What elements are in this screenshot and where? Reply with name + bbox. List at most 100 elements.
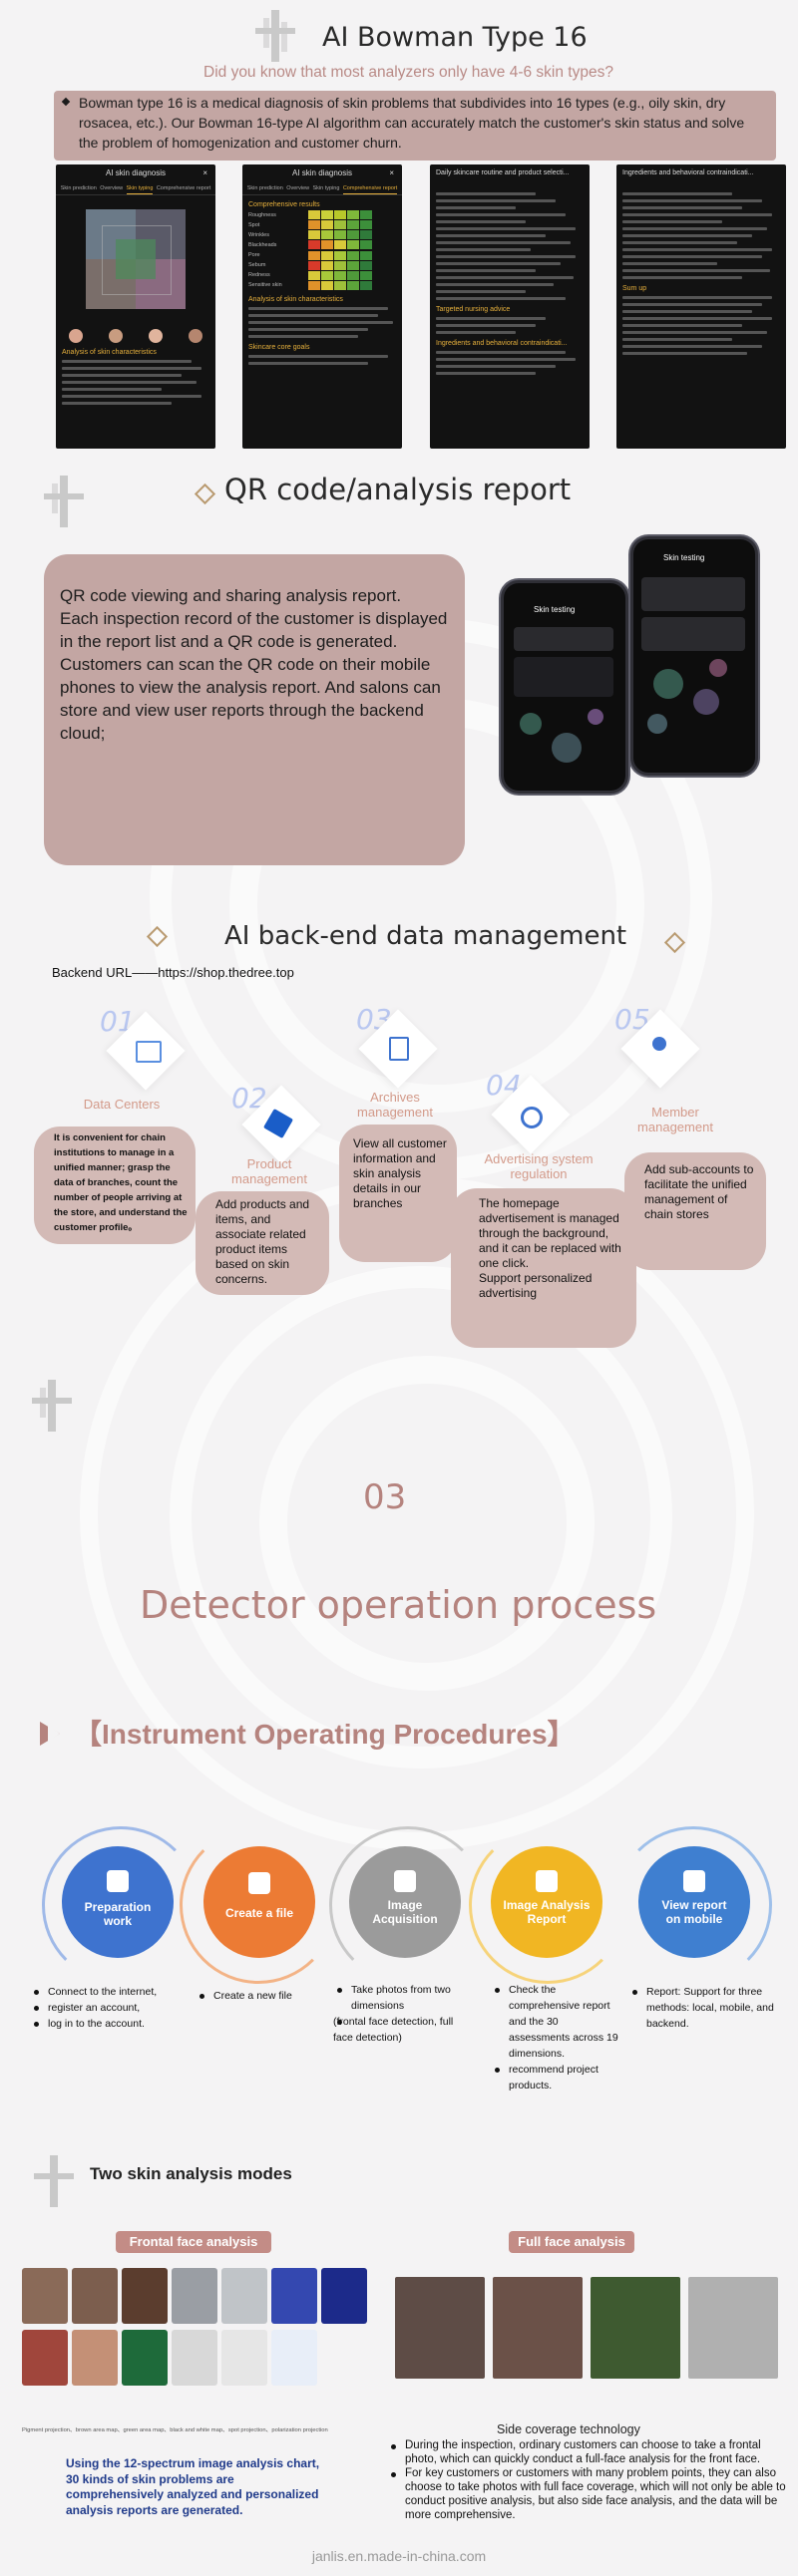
step-arc bbox=[469, 1826, 626, 1984]
step-preparation[interactable]: Preparation work bbox=[62, 1846, 174, 1958]
backend-item-text: Add sub-accounts to facilitate the unifi… bbox=[644, 1162, 754, 1221]
full-face-images bbox=[395, 2277, 789, 2387]
backend-item-title: Advertising system regulation bbox=[484, 1151, 594, 1181]
panel-section-title: Analysis of skin characteristics bbox=[62, 349, 157, 356]
backend-item-card: The homepage advertisement is managed th… bbox=[451, 1188, 636, 1348]
frontal-face-label: Frontal face analysis bbox=[116, 2231, 271, 2253]
skincare-routine-panel: Daily skincare routine and product selec… bbox=[430, 164, 590, 449]
backend-item-title: Product management bbox=[231, 1156, 307, 1186]
note: Connect to the internet, bbox=[30, 1984, 200, 2000]
backend-item-text: Add products and items, and associate re… bbox=[215, 1197, 310, 1286]
note: Check the comprehensive report and the 3… bbox=[491, 1982, 620, 2062]
step-create-file[interactable]: Create a file bbox=[203, 1846, 315, 1958]
panel-title: Ingredients and behavioral contraindicat… bbox=[622, 169, 754, 176]
step-image-analysis[interactable]: Image Analysis Report bbox=[491, 1846, 602, 1958]
backend-item-card: It is convenient for chain institutions … bbox=[34, 1127, 196, 1244]
bubble-graphic bbox=[709, 659, 727, 677]
close-icon[interactable]: × bbox=[389, 168, 394, 177]
note: log in to the account. bbox=[30, 2016, 200, 2032]
section-number: 03 bbox=[363, 1477, 407, 1517]
panel-title: Daily skincare routine and product selec… bbox=[436, 169, 570, 176]
step-arc bbox=[180, 1826, 337, 1984]
procedures-title: 【Instrument Operating Procedures】 bbox=[74, 1719, 576, 1750]
panel-section-title: Skincare core goals bbox=[248, 344, 310, 351]
panel-title: AI skin diagnosis bbox=[105, 168, 167, 177]
brand-logo-icon bbox=[30, 2153, 80, 2213]
skin-type-matrix bbox=[86, 209, 186, 309]
step-image-acquisition[interactable]: Image Acquisition bbox=[349, 1846, 461, 1958]
gear-icon bbox=[521, 1107, 543, 1128]
step-notes: Check the comprehensive report and the 3… bbox=[491, 1982, 620, 2093]
tab-comprehensive-report[interactable]: Comprehensive report bbox=[342, 182, 398, 194]
phone-app-title: Skin testing bbox=[534, 605, 576, 614]
footer-site[interactable]: janlis.en.made-in-china.com bbox=[311, 2548, 487, 2564]
brand-logo-icon bbox=[28, 1378, 78, 1438]
qr-description-card: QR code viewing and sharing analysis rep… bbox=[44, 554, 465, 865]
chart-icon bbox=[136, 1041, 162, 1063]
backend-item-title: Data Centers bbox=[83, 1097, 161, 1112]
step-label: View report on mobile bbox=[661, 1898, 727, 1926]
bubble-graphic bbox=[588, 709, 603, 725]
tab-skin-prediction[interactable]: Skin prediction bbox=[60, 185, 97, 191]
backend-item-card: View all customer information and skin a… bbox=[339, 1125, 457, 1262]
phone-icon bbox=[107, 1870, 129, 1892]
phone-app-title: Skin testing bbox=[663, 553, 705, 562]
qr-description-text: QR code viewing and sharing analysis rep… bbox=[60, 586, 448, 743]
step-label: Preparation work bbox=[84, 1900, 152, 1928]
side-coverage-title: Side coverage technology bbox=[497, 2422, 640, 2436]
modes-title: Two skin analysis modes bbox=[90, 2164, 292, 2183]
step-label: Create a file bbox=[224, 1906, 294, 1920]
side-coverage-points: During the inspection, ordinary customer… bbox=[387, 2438, 786, 2522]
note: recommend project products. bbox=[491, 2062, 620, 2093]
panel-tabs: Skin prediction Overview Skin typing Com… bbox=[242, 182, 402, 195]
mobile-icon bbox=[683, 1870, 705, 1892]
note: For key customers or customers with many… bbox=[387, 2466, 786, 2522]
bullet-diamond-icon bbox=[61, 97, 71, 107]
backend-item-card: Add products and items, and associate re… bbox=[196, 1191, 329, 1295]
note: register an account, bbox=[30, 2000, 200, 2016]
brand-logo-icon bbox=[251, 8, 301, 68]
note: Create a new file bbox=[196, 1988, 345, 2004]
tab-overview[interactable]: Overview bbox=[100, 185, 124, 191]
user-icon bbox=[652, 1037, 666, 1051]
bubble-graphic bbox=[653, 669, 683, 699]
archive-icon bbox=[389, 1037, 409, 1061]
tab-skin-prediction[interactable]: Skin prediction bbox=[246, 185, 283, 191]
backend-item-card: Add sub-accounts to facilitate the unifi… bbox=[624, 1152, 766, 1270]
skin-typing-panel: AI skin diagnosis × Skin prediction Overv… bbox=[56, 164, 215, 449]
report-icon bbox=[536, 1870, 558, 1892]
panel-section-title: Comprehensive results bbox=[248, 201, 320, 208]
close-icon[interactable]: × bbox=[202, 168, 207, 177]
step-view-mobile[interactable]: View report on mobile bbox=[638, 1846, 750, 1958]
backend-url[interactable]: Backend URL——https://shop.thedree.top bbox=[52, 965, 294, 980]
bubble-graphic bbox=[520, 713, 542, 735]
tab-skin-typing[interactable]: Skin typing bbox=[126, 182, 154, 194]
intro-box: Bowman type 16 is a medical diagnosis of… bbox=[54, 91, 776, 161]
subtitle: Did you know that most analyzers only ha… bbox=[203, 64, 613, 81]
process-section-title: Detector operation process bbox=[140, 1583, 657, 1627]
panel-section-title: Ingredients and behavioral contraindicat… bbox=[436, 340, 568, 347]
step-notes: Create a new file bbox=[196, 1988, 345, 2004]
frontal-face-images bbox=[22, 2268, 393, 2427]
step-arc bbox=[329, 1826, 487, 1984]
panel-tabs: Skin prediction Overview Skin typing Com… bbox=[56, 182, 215, 195]
full-face-label: Full face analysis bbox=[509, 2231, 634, 2253]
tab-overview[interactable]: Overview bbox=[286, 185, 310, 191]
intro-text: Bowman type 16 is a medical diagnosis of… bbox=[79, 95, 745, 151]
step-arc bbox=[42, 1826, 200, 1984]
phone-mockup-small: Skin testing bbox=[501, 580, 628, 794]
skin-type-chips bbox=[56, 329, 215, 343]
camera-icon bbox=[394, 1870, 416, 1892]
tab-skin-typing[interactable]: Skin typing bbox=[312, 185, 340, 191]
frontal-caption: Pigment projection、brown area map、green … bbox=[22, 2427, 328, 2433]
tab-comprehensive-report[interactable]: Comprehensive report bbox=[156, 185, 211, 191]
step-notes: Connect to the internet, register an acc… bbox=[30, 1984, 200, 2032]
backend-section-title: AI back-end data management bbox=[224, 921, 627, 951]
page-title: AI Bowman Type 16 bbox=[322, 22, 588, 53]
step-notes: Take photos from two dimensions (frontal… bbox=[333, 1982, 473, 2046]
bubble-graphic bbox=[552, 733, 582, 763]
panel-section-title: Targeted nursing advice bbox=[436, 306, 511, 313]
step-arc bbox=[614, 1826, 772, 1984]
brand-logo-icon bbox=[40, 474, 90, 533]
